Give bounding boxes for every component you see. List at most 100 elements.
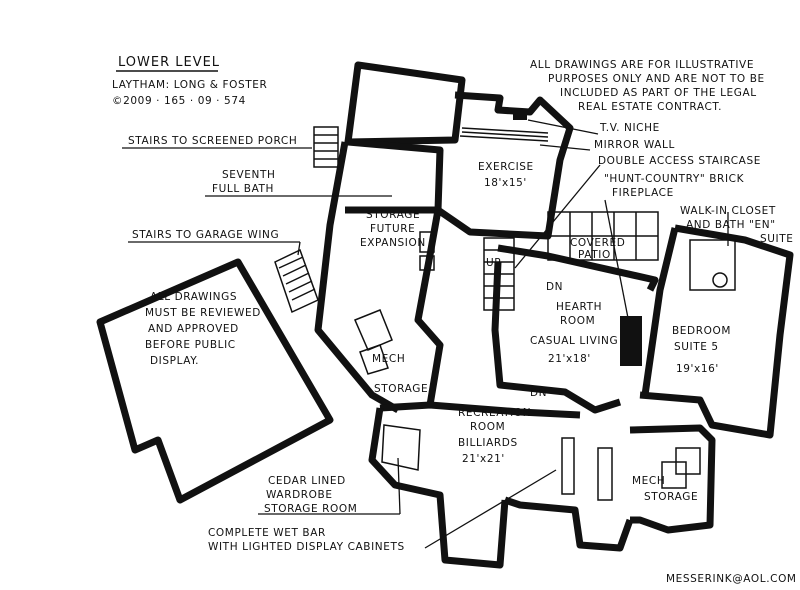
bedroom-west-wall <box>641 227 679 396</box>
artist-signature: MESSERINK@AOL.COM <box>666 573 797 585</box>
wet-bar-counter <box>597 447 613 501</box>
room-labels: EXERCISE 18'x15' STORAGE FUTURE EXPANSIO… <box>360 161 731 503</box>
disclaimer-line-4: REAL ESTATE CONTRACT. <box>578 101 722 113</box>
sink-fixture <box>419 255 435 271</box>
stair-dn-label-2: DN <box>530 387 547 399</box>
garage-wing: ALL DRAWINGS MUST BE REVIEWED AND APPROV… <box>96 258 334 504</box>
mech-unit-right-a <box>661 461 687 489</box>
recreation-south-wall <box>503 496 634 552</box>
disclaimer-line-2: PURPOSES ONLY AND ARE NOT TO BE <box>548 73 765 85</box>
porch-stairs <box>313 126 339 168</box>
room-mech-right: MECH <box>632 475 665 487</box>
room-bedroom-2: SUITE 5 <box>674 341 719 353</box>
callout-cedar-3: STORAGE ROOM <box>264 503 357 515</box>
leader-tv-niche <box>527 119 599 135</box>
cedar-closet <box>381 424 421 471</box>
leader-staircase <box>514 164 601 269</box>
room-hearth-3: CASUAL LIVING <box>530 335 618 347</box>
storage-spine-wall <box>414 209 444 406</box>
leader-lines <box>122 119 729 549</box>
stair-dn-label-1: DN <box>546 281 563 293</box>
plan-copyright: ©2009 · 165 · 09 · 574 <box>112 95 246 107</box>
callout-hunt-1: "HUNT-COUNTRY" BRICK <box>604 173 745 185</box>
garage-note-line-5: DISPLAY. <box>150 355 199 367</box>
double-staircase <box>483 237 515 311</box>
wet-bar-cabinet <box>561 437 575 495</box>
stair-up-label: UP <box>486 257 501 269</box>
callout-tv-niche: T.V. NICHE <box>599 122 660 134</box>
room-storage-right: STORAGE <box>644 491 698 503</box>
bath-fixture <box>712 272 728 288</box>
garage-note-line-3: AND APPROVED <box>148 323 239 335</box>
bath-wing-wall <box>345 138 444 214</box>
callout-cedar-2: WARDROBE <box>266 489 333 501</box>
hearth-north-wall <box>497 244 659 292</box>
garage-note-line-4: BEFORE PUBLIC <box>145 339 236 351</box>
fireplace <box>620 316 642 366</box>
mech-unit-left-b <box>359 344 389 375</box>
covered-patio-grid <box>547 211 659 261</box>
recreation-north-wall <box>379 401 581 419</box>
recreation-west-wall <box>368 407 509 569</box>
room-mech-left: MECH <box>372 353 405 365</box>
room-recreation-dim: 21'x21' <box>462 453 505 465</box>
garage-outline <box>96 258 334 504</box>
walk-in-closet <box>689 239 736 291</box>
callout-seventh-2: FULL BATH <box>212 183 274 195</box>
toilet-fixture <box>419 231 435 253</box>
exercise-wall <box>436 91 574 240</box>
room-storage-future-3: EXPANSION <box>360 237 426 249</box>
callout-hunt-2: FIREPLACE <box>612 187 674 199</box>
leader-mirror-wall <box>539 144 591 151</box>
room-bedroom-1: BEDROOM <box>672 325 731 337</box>
callout-mirror-wall: MIRROR WALL <box>594 139 675 151</box>
hearth-south-wall <box>491 261 622 414</box>
callout-garage-stairs: STAIRS TO GARAGE WING <box>132 229 279 241</box>
garage-stairs <box>274 248 319 314</box>
callout-labels: STAIRS TO SCREENED PORCH SEVENTH FULL BA… <box>128 122 794 553</box>
leader-wet-bar <box>424 469 557 549</box>
callout-walkin-3: SUITE <box>760 233 794 245</box>
mech-unit-left-a <box>354 309 393 351</box>
disclaimer-line-3: INCLUDED AS PART OF THE LEGAL <box>560 87 757 99</box>
disclaimer-block: ALL DRAWINGS ARE FOR ILLUSTRATIVE PURPOS… <box>530 59 765 113</box>
room-bedroom-dim: 19'x16' <box>676 363 719 375</box>
callout-wetbar-1: COMPLETE WET BAR <box>208 527 326 539</box>
interior-details <box>354 112 736 501</box>
room-storage-future-2: FUTURE <box>370 223 415 235</box>
room-recreation-1: RECREATION <box>458 407 531 419</box>
house-walls <box>314 61 794 569</box>
bedroom-wall <box>639 224 794 439</box>
leader-fireplace <box>604 199 629 319</box>
room-patio-1: COVERED <box>570 237 625 249</box>
room-hearth-2: ROOM <box>560 315 595 327</box>
room-patio-2: PATIO <box>578 249 611 261</box>
disclaimer-line-1: ALL DRAWINGS ARE FOR ILLUSTRATIVE <box>530 59 754 71</box>
right-mech-wall <box>629 424 716 534</box>
garage-note-line-2: MUST BE REVIEWED <box>145 307 261 319</box>
callout-walkin-1: WALK-IN CLOSET <box>680 205 776 217</box>
west-outer-wall <box>314 141 400 414</box>
callout-staircase: DOUBLE ACCESS STAIRCASE <box>598 155 761 167</box>
mech-unit-right-b <box>675 447 701 475</box>
room-recreation-2: ROOM <box>470 421 505 433</box>
screened-porch-wall <box>344 61 466 146</box>
room-storage-future-1: STORAGE <box>366 209 420 221</box>
callout-cedar-1: CEDAR LINED <box>268 475 346 487</box>
plan-credit: LAYTHAM: LONG & FOSTER <box>112 79 267 91</box>
garage-note-line-1: ALL DRAWINGS <box>150 291 237 303</box>
callout-wetbar-2: WITH LIGHTED DISPLAY CABINETS <box>208 541 405 553</box>
callout-seventh-1: SEVENTH <box>222 169 275 181</box>
room-hearth-dim: 21'x18' <box>548 353 591 365</box>
room-storage-left: STORAGE <box>374 383 428 395</box>
tv-niche <box>513 112 527 120</box>
callout-porch-stairs: STAIRS TO SCREENED PORCH <box>128 135 297 147</box>
room-exercise-dim: 18'x15' <box>484 177 527 189</box>
room-recreation-3: BILLIARDS <box>458 437 518 449</box>
room-exercise-name: EXERCISE <box>478 161 534 173</box>
callout-walkin-2: AND BATH "EN" <box>686 219 776 231</box>
plan-title: LOWER LEVEL <box>118 55 220 70</box>
room-hearth-1: HEARTH <box>556 301 602 313</box>
